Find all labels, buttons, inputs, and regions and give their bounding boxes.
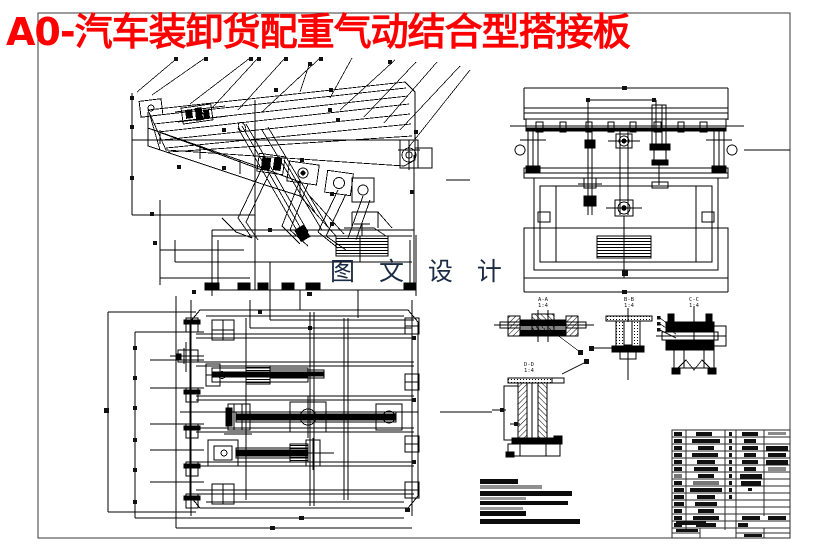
watermark-text: 图 文 设 计: [330, 257, 510, 286]
technical-notes-block: [480, 479, 580, 524]
drawing-title: A0-汽车装卸货配重气动结合型搭接板: [6, 10, 631, 54]
sheet-border: [37, 12, 791, 539]
counterweight-block: [335, 223, 389, 257]
section-view-dd: [492, 359, 589, 458]
section-view-cc: [656, 306, 727, 375]
view-main-elevation: [130, 57, 471, 330]
view-end: [510, 86, 744, 294]
section-view-aa: [494, 310, 594, 355]
section-view-bb: [589, 308, 653, 380]
section-cut-marks: [440, 149, 790, 413]
view-plan: [104, 292, 420, 530]
title-block-table: [671, 429, 791, 539]
counterweight-block-end: [596, 232, 652, 272]
